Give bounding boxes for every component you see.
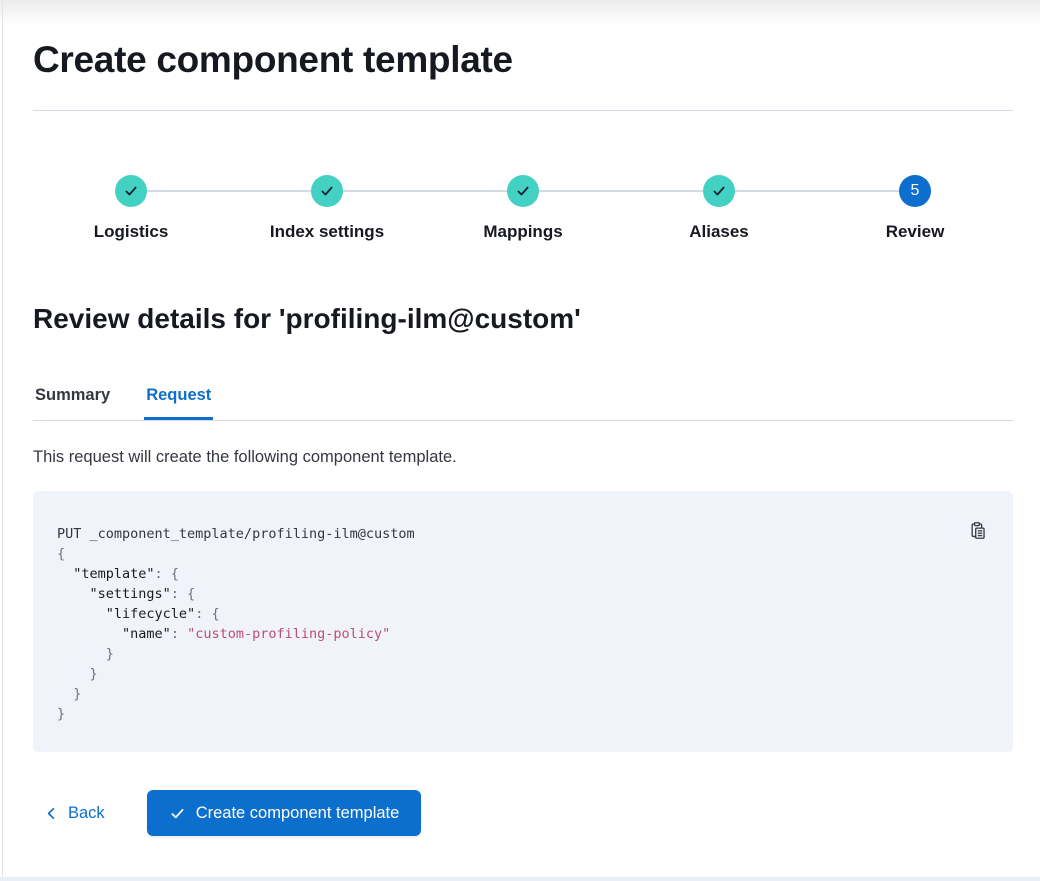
page-title: Create component template <box>33 39 513 80</box>
review-heading: Review details for 'profiling-ilm@custom… <box>33 303 581 334</box>
back-button-label: Back <box>68 803 105 822</box>
left-edge-border <box>2 0 3 881</box>
back-button[interactable]: Back <box>44 804 105 823</box>
top-fade <box>0 0 1040 26</box>
step-label: Index settings <box>269 222 385 241</box>
step-complete-circle <box>703 175 735 207</box>
copy-to-clipboard-button[interactable] <box>966 519 989 542</box>
bottom-strip <box>0 877 1040 881</box>
stepper-step-aliases[interactable]: Aliases <box>621 175 817 242</box>
tab-request[interactable]: Request <box>144 386 213 420</box>
step-complete-circle <box>115 175 147 207</box>
chevron-left-icon <box>44 806 59 821</box>
step-current-circle: 5 <box>899 175 931 207</box>
stepper-step-logistics[interactable]: Logistics <box>33 175 229 242</box>
stepper-step-index-settings[interactable]: Index settings <box>229 175 425 242</box>
request-code: PUT _component_template/profiling-ilm@cu… <box>57 526 415 722</box>
footer-actions: Back Create component template <box>33 790 1013 836</box>
check-icon <box>713 186 725 196</box>
step-label: Aliases <box>689 222 749 241</box>
request-code-panel: PUT _component_template/profiling-ilm@cu… <box>33 491 1013 752</box>
create-component-template-button[interactable]: Create component template <box>146 790 422 836</box>
create-component-template-page: Create component template Logistics Index… <box>33 39 1013 836</box>
title-divider <box>33 110 1013 111</box>
step-complete-circle <box>507 175 539 207</box>
request-description: This request will create the following c… <box>33 448 457 466</box>
step-complete-circle <box>311 175 343 207</box>
check-icon <box>321 186 333 196</box>
check-icon <box>125 186 137 196</box>
check-icon <box>517 186 529 196</box>
step-label: Review <box>885 222 945 241</box>
check-icon <box>169 805 186 822</box>
copy-clipboard-icon <box>968 522 987 543</box>
tabs: Summary Request <box>33 386 1013 421</box>
stepper-step-mappings[interactable]: Mappings <box>425 175 621 242</box>
step-label: Logistics <box>93 222 169 241</box>
tab-summary[interactable]: Summary <box>33 386 112 420</box>
step-label: Mappings <box>483 222 563 241</box>
create-component-template-label: Create component template <box>195 803 400 822</box>
